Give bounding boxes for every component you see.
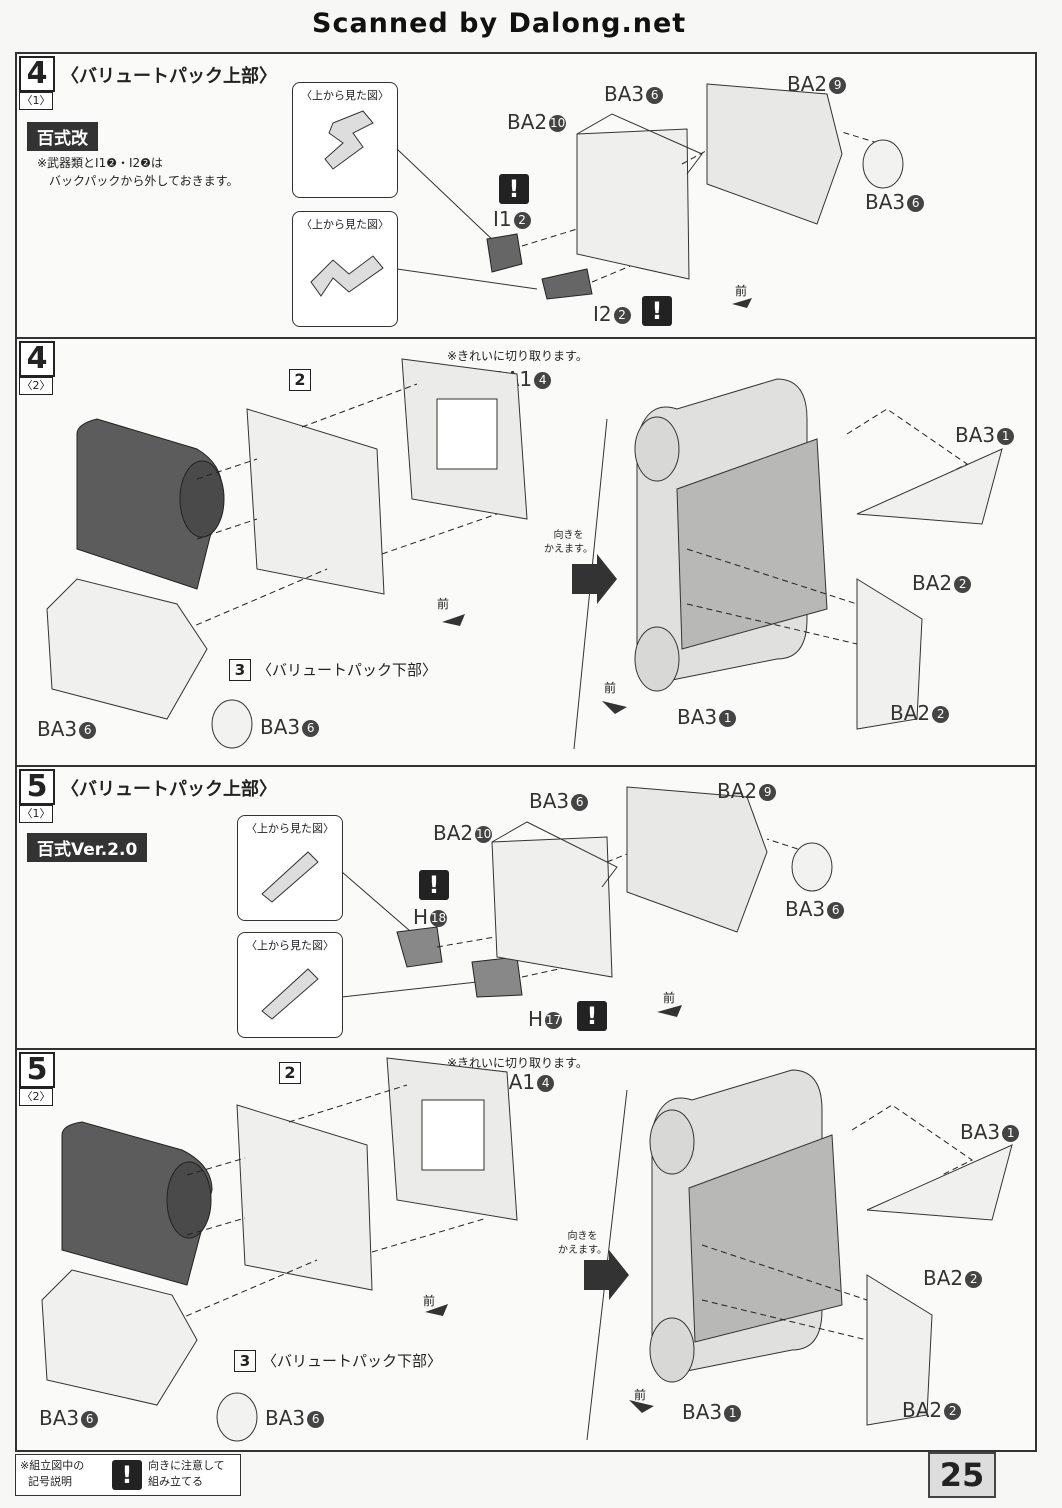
caution-icon: !	[577, 1001, 607, 1031]
front-label: 前	[423, 1294, 436, 1308]
substep-label: 〈2〉	[19, 1088, 53, 1106]
top-view-title: 〈上から見た図〉	[246, 822, 334, 835]
top-view-box: 〈上から見た図〉	[292, 211, 398, 327]
header: Scanned by Dalong.net	[0, 0, 1062, 50]
page-number: 25	[928, 1452, 996, 1498]
top-view-title: 〈上から見た図〉	[301, 218, 389, 231]
front-label: 前	[437, 597, 450, 611]
front-label: 前	[735, 284, 748, 298]
step-4-2-diagram	[46, 358, 1003, 750]
model-badge: 百式Ver.2.0	[27, 833, 148, 862]
section-box: 2	[279, 1062, 301, 1084]
step-number: 4	[19, 56, 55, 92]
step-number: 5	[19, 769, 55, 805]
top-view-part-icon	[310, 255, 384, 297]
top-view-part-icon	[324, 110, 374, 170]
step-number: 5	[19, 1052, 55, 1088]
turn-note: 向きをかえます。	[558, 1231, 607, 1256]
weapon-note: ※武器類とI1❷・I2❷は バックパックから外しておきます。	[37, 154, 238, 190]
note-line-2: バックパックから外しておきます。	[49, 174, 239, 188]
caution-icon: !	[642, 296, 672, 326]
caution-icon: !	[419, 870, 449, 900]
legend-description: 向きに注意して組み立てる	[148, 1459, 225, 1488]
step-5-1-panel: 5 〈1〉 〈バリュートパック上部〉 百式Ver.2.0 〈上から見た図〉 〈上…	[15, 765, 1037, 1052]
clean-cut-note: ※きれいに切り取ります。	[447, 349, 588, 363]
legend-title: ※組立図中の記号説明	[20, 1459, 85, 1488]
top-view-box: 〈上から見た図〉	[237, 932, 343, 1038]
section-box: 2	[289, 369, 311, 391]
top-view-part-icon	[261, 968, 319, 1020]
substep-label: 〈2〉	[19, 377, 53, 395]
top-view-title: 〈上から見た図〉	[301, 89, 389, 102]
step-5-1-diagram	[341, 786, 833, 1017]
step-title: 〈バリュートパック上部〉	[61, 66, 277, 87]
section-3-label: 3〈バリュートパック下部〉	[234, 1350, 442, 1372]
caution-icon: !	[112, 1460, 142, 1490]
top-view-box: 〈上から見た図〉	[237, 815, 343, 921]
step-4-1-panel: 4 〈1〉 〈バリュートパック上部〉 百式改 ※武器類とI1❷・I2❷は バック…	[15, 52, 1037, 341]
step-5-2-diagram	[41, 1057, 1013, 1442]
turn-note: 向きをかえます。	[544, 530, 593, 555]
scan-watermark: Scanned by Dalong.net	[312, 8, 687, 39]
top-view-title: 〈上から見た図〉	[246, 939, 334, 952]
symbol-legend: ※組立図中の記号説明 ! 向きに注意して組み立てる	[15, 1454, 241, 1496]
front-label: 前	[604, 681, 617, 695]
step-4-1-diagram	[396, 83, 904, 308]
front-label: 前	[634, 1388, 647, 1402]
model-badge: 百式改	[27, 122, 98, 151]
section-3-label: 3〈バリュートパック下部〉	[229, 659, 437, 681]
caution-icon: !	[499, 174, 529, 204]
front-label: 前	[663, 991, 676, 1005]
note-line-1: ※武器類とI1❷・I2❷は	[37, 156, 163, 170]
substep-label: 〈1〉	[19, 92, 53, 110]
clean-cut-note: ※きれいに切り取ります。	[447, 1056, 588, 1070]
step-title: 〈バリュートパック上部〉	[61, 779, 277, 800]
top-view-part-icon	[261, 851, 319, 903]
substep-label: 〈1〉	[19, 805, 53, 823]
top-view-box: 〈上から見た図〉	[292, 82, 398, 198]
step-number: 4	[19, 341, 55, 377]
